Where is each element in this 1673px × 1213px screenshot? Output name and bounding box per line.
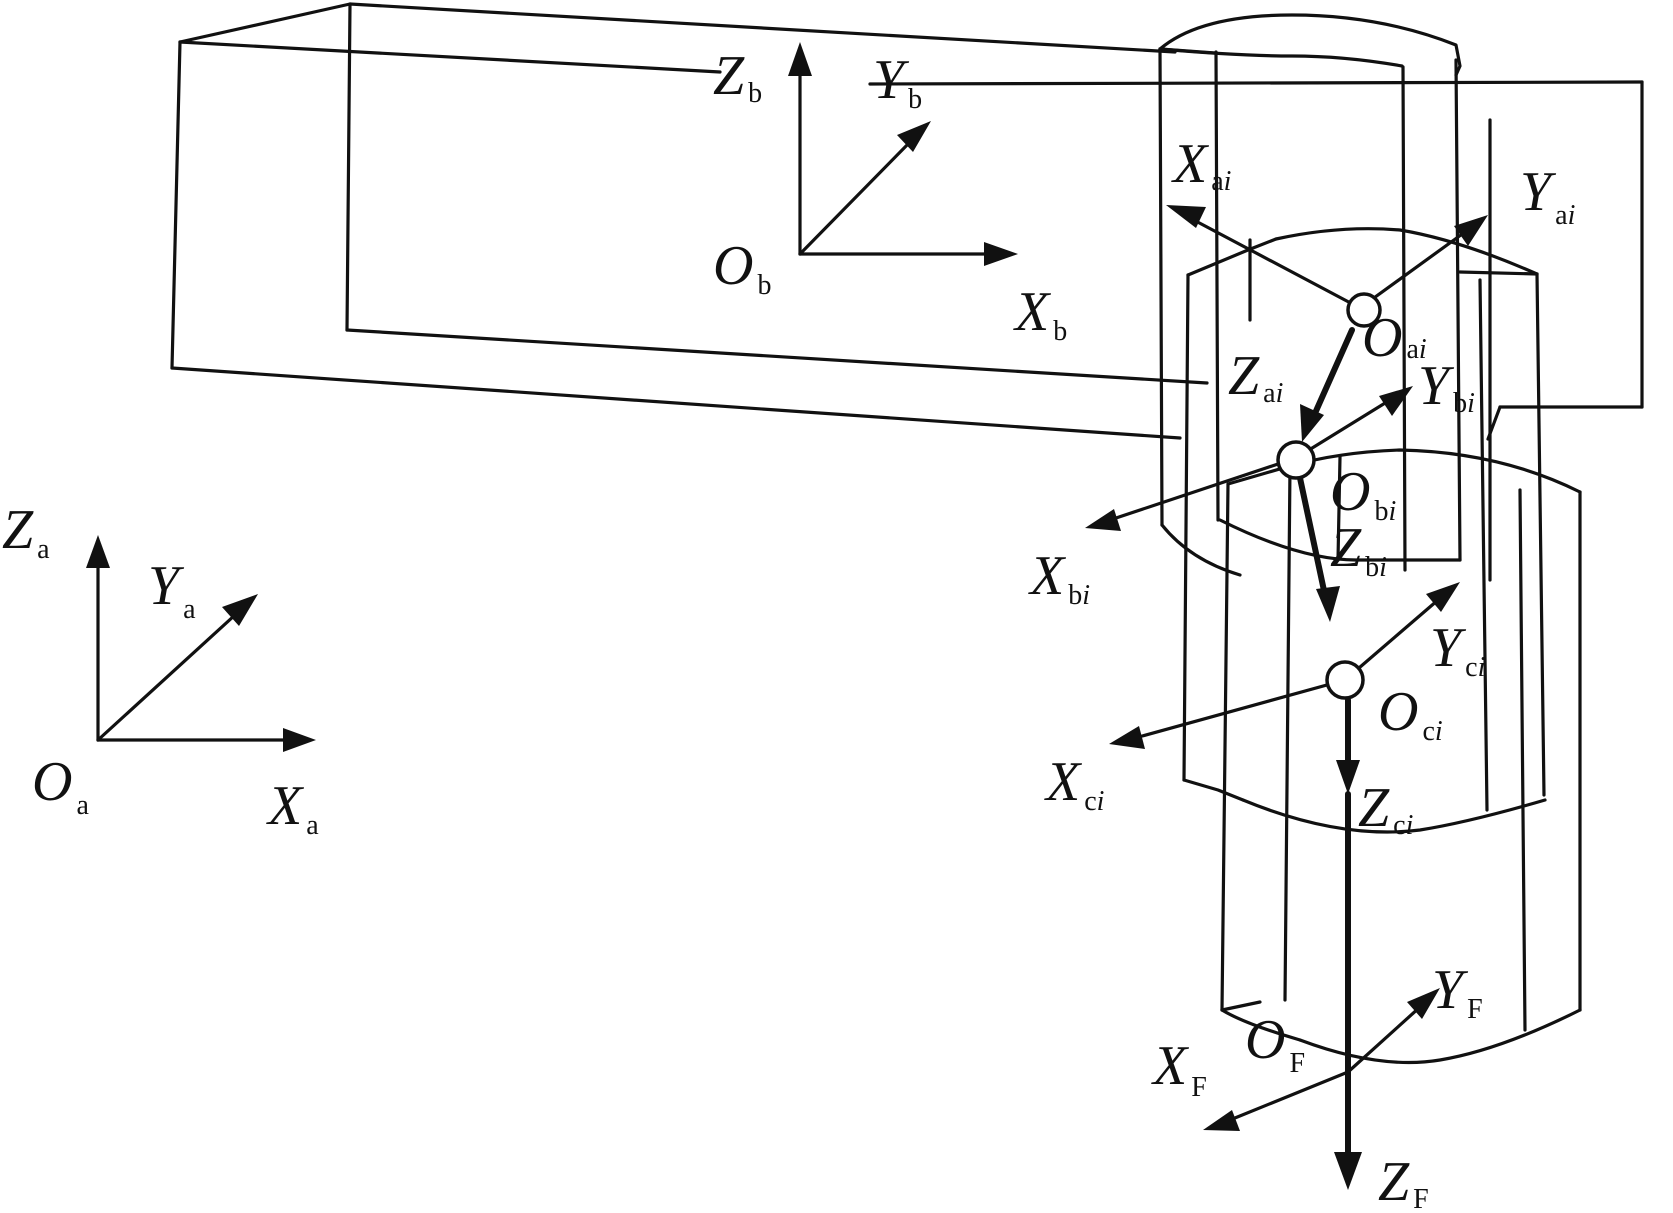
upper-joint-cylinder [1158, 13, 1492, 582]
frame-ai [1166, 205, 1488, 442]
joint-Obi [1276, 440, 1316, 480]
joint-markers [1276, 292, 1382, 700]
joint-Oai [1346, 292, 1382, 328]
frame-a [86, 535, 316, 752]
joint-Oci [1325, 660, 1365, 700]
frame-b [788, 42, 1018, 266]
frame-ci [1109, 582, 1460, 794]
lower-joint-cylinder [1220, 448, 1582, 1065]
beam-box [170, 2, 1644, 441]
frame-F [1203, 791, 1440, 1190]
